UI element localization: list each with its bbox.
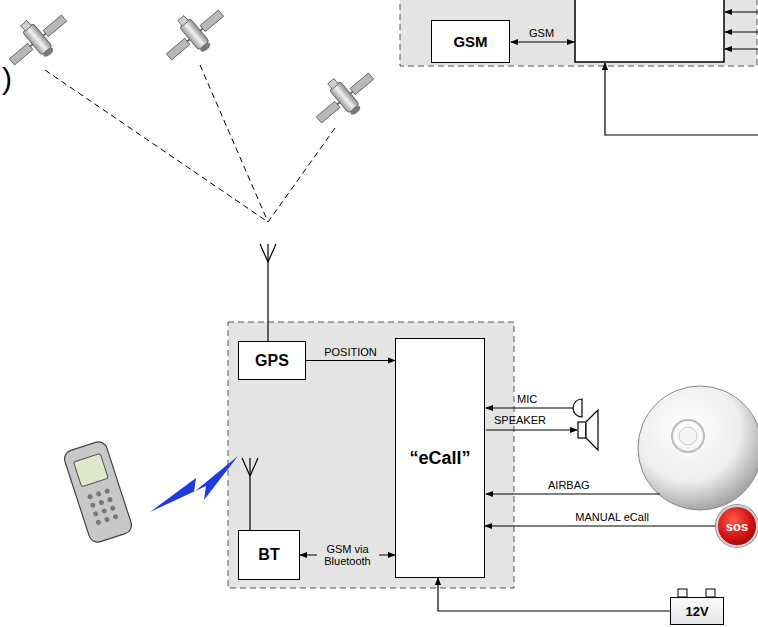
gps-module-box: GPS bbox=[238, 341, 306, 380]
connector-label: MANUAL eCall bbox=[575, 511, 649, 523]
node-text: “eCall” bbox=[409, 448, 470, 469]
text-group: “eCall” bbox=[409, 448, 470, 469]
battery-terminals bbox=[678, 589, 715, 597]
input-wire bbox=[725, 31, 758, 32]
speaker bbox=[578, 410, 598, 450]
gps-signal bbox=[45, 65, 335, 222]
connector-label: GSM via Bluetooth bbox=[317, 543, 379, 567]
signal-name: AIRBAG bbox=[548, 479, 590, 492]
signal-name: MIC bbox=[517, 393, 537, 406]
text-group: GSM bbox=[453, 33, 487, 50]
node-text: BT bbox=[258, 546, 279, 564]
power-connector bbox=[438, 578, 670, 611]
text-group: GPS bbox=[255, 352, 289, 370]
satellite bbox=[155, 0, 233, 71]
ecall-controller-box: “eCall” bbox=[395, 338, 485, 578]
bluetooth-module-box: BT bbox=[238, 530, 300, 580]
mic-wire bbox=[486, 407, 574, 408]
sos-button: sos bbox=[716, 505, 758, 547]
controller-box bbox=[575, 0, 724, 62]
node-text: sos bbox=[726, 519, 748, 534]
input-wire bbox=[725, 48, 758, 49]
text-group: sos bbox=[726, 519, 748, 534]
node-text: GPS bbox=[255, 352, 289, 370]
microphone bbox=[573, 399, 582, 417]
position-connector bbox=[306, 360, 395, 361]
gsm-wire bbox=[511, 41, 574, 42]
bt-antenna bbox=[242, 458, 258, 530]
signal-name: GSM bbox=[529, 27, 554, 40]
text-group: 12V bbox=[685, 604, 708, 619]
airbag-wire bbox=[486, 493, 660, 494]
battery: 12V bbox=[670, 597, 724, 625]
text-group: BT bbox=[258, 546, 279, 564]
connector-label: POSITION bbox=[324, 346, 377, 358]
cut-off-text: ) bbox=[2, 62, 12, 96]
input-wire bbox=[725, 11, 758, 12]
wireless-link bbox=[150, 456, 238, 512]
airbag-emblem bbox=[679, 427, 697, 445]
node-text: 12V bbox=[685, 604, 708, 619]
airbag bbox=[638, 386, 758, 510]
speaker-wire bbox=[486, 429, 577, 430]
power-wire bbox=[605, 63, 758, 135]
gsm-module-box: GSM bbox=[431, 20, 510, 63]
airbag-emblem bbox=[672, 420, 704, 452]
node-text: GSM bbox=[453, 33, 487, 50]
satellite bbox=[305, 59, 383, 134]
ecall-unit-housing bbox=[228, 322, 514, 588]
mobile-phone bbox=[62, 440, 134, 545]
gps-antenna bbox=[260, 244, 276, 341]
signal-name: SPEAKER bbox=[494, 414, 546, 427]
unit-housing bbox=[400, 0, 757, 66]
manual-ecall-connector bbox=[485, 525, 716, 526]
